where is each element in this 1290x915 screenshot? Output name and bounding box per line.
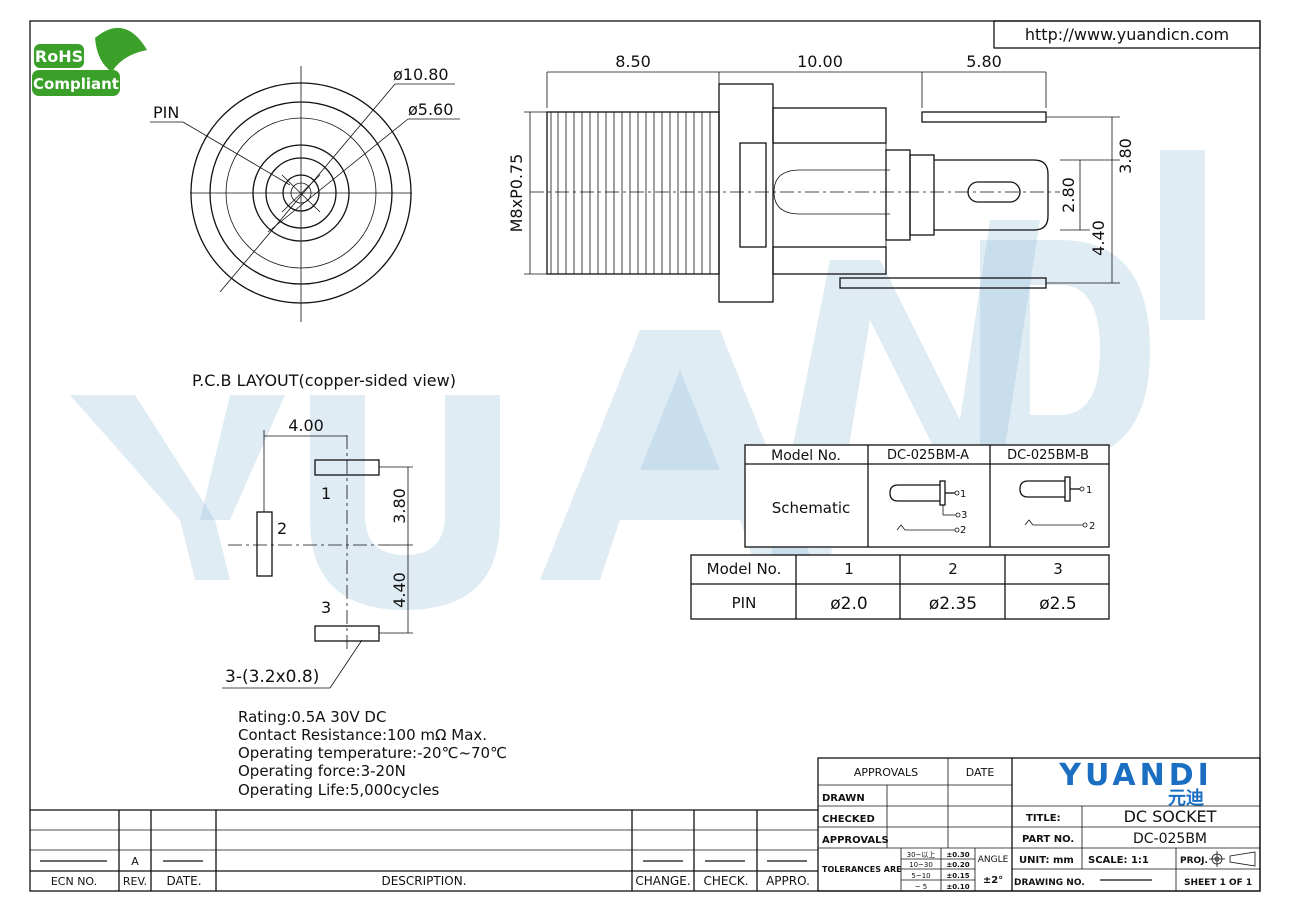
pin-table-row-label: PIN: [732, 594, 757, 612]
title-block: APPROVALS DATE DRAWN CHECKED APPROVALS T…: [817, 757, 1261, 892]
spec-contact-resistance: Contact Resistance:100 mΩ Max.: [238, 726, 487, 744]
schematic-symbol-a: 1 3 2: [889, 480, 967, 536]
specifications: Rating:0.5A 30V DC Contact Resistance:10…: [238, 708, 507, 799]
sch-a-pin-3: 3: [961, 510, 967, 521]
sch-a-pin-2: 2: [960, 525, 966, 536]
pcb-title: P.C.B LAYOUT(copper-sided view): [192, 371, 456, 390]
tb-approvals-header: APPROVALS: [854, 766, 918, 779]
tb-tolerances: TOLERANCES ARE: [822, 865, 902, 874]
schematic-header-b: DC-025BM-B: [1007, 448, 1089, 463]
col-rev: REV.: [123, 875, 147, 888]
url-box: http://www.yuandicn.com: [993, 20, 1261, 49]
pin-table-header-1: 1: [844, 560, 854, 578]
col-date: DATE.: [166, 874, 201, 888]
tb-angle: ANGLE: [978, 855, 1009, 865]
tb-approvals-row: APPROVALS: [822, 835, 889, 846]
tb-date-header: DATE: [966, 766, 995, 779]
spec-operating-temperature: Operating temperature:-20℃~70℃: [238, 744, 507, 762]
tb-title-label: TITLE:: [1026, 813, 1061, 824]
schematic-table: Model No. DC-025BM-A DC-025BM-B Schemati…: [744, 444, 1110, 548]
tb-drawing-no: DRAWING NO.: [1014, 878, 1085, 888]
tb-projection: PROJ.: [1180, 856, 1208, 866]
projection-symbol-icon: [1209, 851, 1256, 867]
compliant-text: Compliant: [33, 75, 119, 93]
front-view: ø10.80 ø5.60 PIN: [150, 65, 460, 322]
sch-b-pin-1: 1: [1086, 485, 1092, 496]
col-check: CHECK.: [703, 874, 748, 888]
tol-value-0: ±0.30: [946, 851, 969, 859]
tol-range-2: 5~10: [911, 872, 930, 880]
spec-operating-force: Operating force:3-20N: [238, 762, 406, 780]
side-view: 8.50 10.00 5.80 M8xP0.75 3.80 2.80 4.40: [507, 52, 1135, 303]
side-dim-3-80: 3.80: [1116, 138, 1135, 174]
pin-table-value-3: ø2.5: [1039, 594, 1076, 614]
tb-drawn: DRAWN: [822, 793, 865, 804]
tb-angle-value: ±2°: [983, 875, 1003, 886]
side-dim-5-80: 5.80: [966, 52, 1002, 71]
pin-callout: PIN: [153, 103, 179, 122]
tol-range-1: 10~30: [909, 861, 933, 869]
schematic-header-model: Model No.: [771, 448, 841, 464]
pin-table-header-2: 2: [948, 560, 958, 578]
company-url[interactable]: http://www.yuandicn.com: [1025, 25, 1229, 44]
front-dia-inner: ø5.60: [408, 100, 453, 119]
rohs-text: RoHS: [35, 47, 83, 66]
col-appro: APPRO.: [766, 874, 810, 888]
rohs-badge: RoHS Compliant: [32, 27, 147, 96]
pcb-dim-4-00: 4.00: [288, 416, 324, 435]
pad-1-label: 1: [321, 484, 331, 503]
yuandi-logo-cn: 元迪: [1168, 788, 1204, 809]
thread-spec: M8xP0.75: [507, 154, 526, 233]
front-dia-outer: ø10.80: [393, 65, 449, 84]
sheet-border: [29, 20, 1261, 892]
pad-2-label: 2: [277, 519, 287, 538]
pin-diameter-table: Model No. 1 2 3 PIN ø2.0 ø2.35 ø2.5: [690, 554, 1110, 620]
tol-value-2: ±0.15: [946, 872, 969, 880]
sch-a-pin-1: 1: [960, 489, 966, 500]
side-dim-8-50: 8.50: [615, 52, 651, 71]
pad-2: [256, 511, 273, 577]
tb-part-label: PART NO.: [1022, 834, 1074, 845]
pin-table-header-3: 3: [1053, 560, 1063, 578]
tol-range-3: ~ 5: [915, 883, 928, 891]
tb-part-value: DC-025BM: [1133, 831, 1207, 847]
pad-size-note: 3-(3.2x0.8): [225, 667, 319, 687]
yuandi-logo: YUANDI: [1058, 758, 1213, 793]
tb-unit: UNIT: mm: [1019, 855, 1074, 866]
pin-table-value-2: ø2.35: [929, 594, 977, 614]
tol-value-1: ±0.20: [946, 861, 969, 869]
side-dim-10-00: 10.00: [797, 52, 843, 71]
pcb-dim-3-80: 3.80: [390, 488, 409, 524]
sch-b-pin-2: 2: [1089, 521, 1095, 532]
side-dim-2-80: 2.80: [1059, 177, 1078, 213]
pcb-layout: P.C.B LAYOUT(copper-sided view) 1 2 3 4.…: [192, 371, 456, 689]
spec-rating: Rating:0.5A 30V DC: [238, 708, 386, 726]
tb-title-value: DC SOCKET: [1124, 807, 1217, 826]
schematic-row-label: Schematic: [772, 499, 851, 517]
tol-range-0: 30~以上: [907, 850, 936, 859]
spec-operating-life: Operating Life:5,000cycles: [238, 781, 440, 799]
pin-table-value-1: ø2.0: [830, 594, 867, 614]
side-dim-4-40: 4.40: [1089, 220, 1108, 256]
tb-checked: CHECKED: [822, 814, 875, 825]
pad-1: [314, 459, 380, 476]
revision-block: A ECN NO. REV. DATE. DESCRIPTION. CHANGE…: [30, 809, 818, 891]
schematic-header-a: DC-025BM-A: [887, 448, 969, 463]
tol-value-3: ±0.10: [946, 883, 969, 891]
tb-scale: SCALE: 1:1: [1088, 855, 1149, 866]
pad-3-label: 3: [321, 598, 331, 617]
schematic-symbol-b: 1 2: [1019, 476, 1095, 532]
revision-letter: A: [131, 855, 139, 868]
tb-sheet: SHEET 1 OF 1: [1184, 878, 1252, 888]
col-description: DESCRIPTION.: [381, 874, 466, 888]
leaf-icon: [95, 27, 147, 72]
pad-3: [314, 625, 380, 642]
pcb-dim-4-40: 4.40: [390, 572, 409, 608]
col-ecn-no: ECN NO.: [51, 875, 97, 888]
pin-table-header-model: Model No.: [707, 560, 782, 578]
col-change: CHANGE.: [635, 874, 690, 888]
